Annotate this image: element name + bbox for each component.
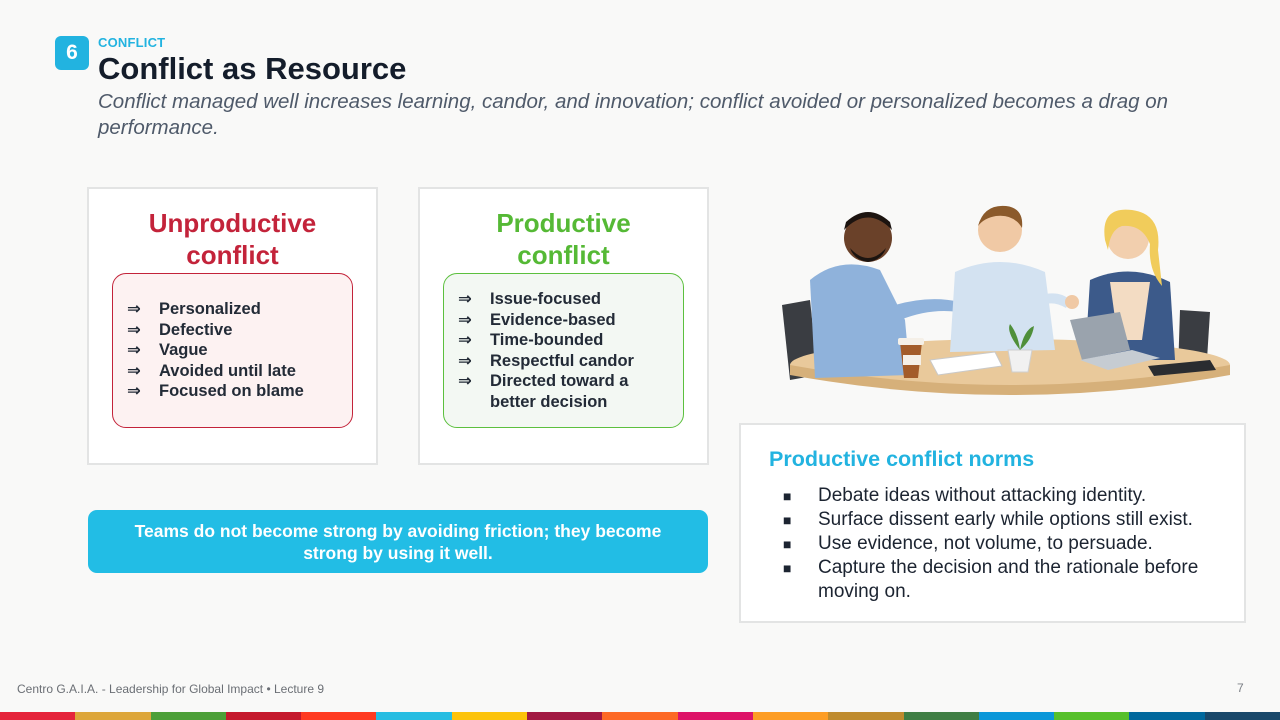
stripe-segment bbox=[828, 712, 904, 720]
list-item-text: Evidence-based bbox=[490, 310, 616, 329]
stripe-segment bbox=[1204, 712, 1280, 720]
stripe-segment bbox=[903, 712, 979, 720]
list-item: ■ Use evidence, not volume, to persuade. bbox=[783, 532, 1233, 556]
productive-title-line1: Productive bbox=[496, 208, 631, 238]
list-item-text: Issue-focused bbox=[490, 290, 601, 308]
stripe-segment bbox=[602, 712, 678, 720]
unproductive-conflict-card: Unproductive conflict ⇒ Personalized ⇒ Def… bbox=[87, 187, 378, 465]
list-item: ⇒ Vague bbox=[127, 340, 338, 361]
square-bullet-icon: ■ bbox=[783, 560, 792, 576]
unproductive-title-line2: conflict bbox=[186, 240, 279, 270]
list-item: ■ Debate ideas without attacking identity… bbox=[783, 484, 1233, 508]
stripe-segment bbox=[150, 712, 226, 720]
list-item: ⇒ Respectful candor bbox=[458, 351, 669, 372]
stripe-segment bbox=[225, 712, 302, 720]
arrow-icon: ⇒ bbox=[458, 290, 472, 308]
list-item: ⇒ Time-bounded bbox=[458, 330, 669, 351]
list-item: ■ Surface dissent early while options sti… bbox=[783, 508, 1233, 532]
color-stripe bbox=[0, 712, 1280, 720]
arrow-icon: ⇒ bbox=[127, 361, 141, 380]
stripe-segment bbox=[301, 712, 377, 720]
arrow-icon: ⇒ bbox=[458, 331, 472, 349]
productive-list-box: ⇒ Issue-focused ⇒ Evidence-based ⇒ Time-bou… bbox=[443, 273, 684, 428]
productive-card-title: Productive conflict bbox=[420, 207, 707, 271]
key-message-banner: Teams do not become strong by avoiding f… bbox=[88, 510, 708, 573]
team-discussion-illustration bbox=[782, 205, 1230, 395]
arrow-icon: ⇒ bbox=[458, 310, 472, 329]
list-item: ⇒ Defective bbox=[127, 320, 338, 341]
stripe-segment bbox=[1054, 712, 1130, 720]
list-item-text: Avoided until late bbox=[159, 361, 296, 380]
list-item: ⇒ Issue-focused bbox=[458, 289, 669, 310]
stripe-segment bbox=[451, 712, 528, 720]
conflict-norms-card: Productive conflict norms ■ Debate ideas … bbox=[739, 423, 1246, 623]
list-item: ⇒ Evidence-based bbox=[458, 310, 669, 331]
list-item: ⇒ Avoided until late bbox=[127, 361, 338, 382]
stripe-segment bbox=[677, 712, 753, 720]
slide-subtitle: Conflict managed well increases learning… bbox=[98, 90, 1169, 139]
norms-title: Productive conflict norms bbox=[769, 447, 1035, 471]
section-kicker: CONFLICT bbox=[98, 35, 166, 50]
norms-list: ■ Debate ideas without attacking identity… bbox=[783, 484, 1233, 604]
section-number-badge: 6 bbox=[55, 36, 89, 70]
arrow-icon: ⇒ bbox=[127, 320, 141, 339]
list-item: ■ Capture the decision and the rationale … bbox=[783, 556, 1233, 604]
stripe-segment bbox=[75, 712, 151, 720]
arrow-icon: ⇒ bbox=[458, 351, 472, 370]
list-item-text: Debate ideas without attacking identity. bbox=[818, 485, 1147, 506]
stripe-segment bbox=[752, 712, 829, 720]
list-item-text: Focused on blame bbox=[159, 382, 304, 401]
list-item-text: Defective bbox=[159, 320, 233, 339]
stripe-segment bbox=[1129, 712, 1205, 720]
arrow-icon: ⇒ bbox=[127, 341, 141, 360]
unproductive-card-title: Unproductive conflict bbox=[89, 207, 376, 271]
stripe-segment bbox=[0, 712, 76, 720]
list-item: ⇒ Focused on blame bbox=[127, 381, 338, 402]
slide-title: Conflict as Resource bbox=[98, 51, 407, 86]
list-item: ⇒ Personalized bbox=[127, 299, 338, 320]
productive-conflict-card: Productive conflict ⇒ Issue-focused ⇒ Evid… bbox=[418, 187, 709, 465]
footer-course-label: Centro G.A.I.A. - Leadership for Global … bbox=[17, 682, 325, 696]
page-number: 7 bbox=[1237, 681, 1244, 695]
square-bullet-icon: ■ bbox=[783, 488, 792, 504]
list-item-text: Surface dissent early while options stil… bbox=[818, 509, 1193, 530]
stripe-segment bbox=[527, 712, 603, 720]
arrow-icon: ⇒ bbox=[458, 372, 472, 390]
list-item-text: Vague bbox=[159, 341, 208, 360]
square-bullet-icon: ■ bbox=[783, 536, 792, 552]
list-item-text: Personalized bbox=[159, 300, 261, 319]
stripe-segment bbox=[978, 712, 1055, 720]
square-bullet-icon: ■ bbox=[783, 512, 792, 528]
list-item-text: Time-bounded bbox=[490, 331, 604, 349]
unproductive-title-line1: Unproductive bbox=[148, 208, 317, 238]
list-item-text: Use evidence, not volume, to persuade. bbox=[818, 533, 1153, 554]
list-item-text: Respectful candor bbox=[490, 351, 634, 370]
list-item-text: Capture the decision and the rationale b… bbox=[818, 557, 1199, 602]
list-item-text: Directed toward a better decision bbox=[490, 372, 629, 411]
unproductive-list-box: ⇒ Personalized ⇒ Defective ⇒ Vague ⇒ Avoided… bbox=[112, 273, 353, 428]
arrow-icon: ⇒ bbox=[127, 382, 141, 401]
stripe-segment bbox=[376, 712, 452, 720]
productive-title-line2: conflict bbox=[517, 240, 610, 270]
arrow-icon: ⇒ bbox=[127, 300, 141, 319]
list-item: ⇒ Directed toward a better decision bbox=[458, 371, 669, 412]
